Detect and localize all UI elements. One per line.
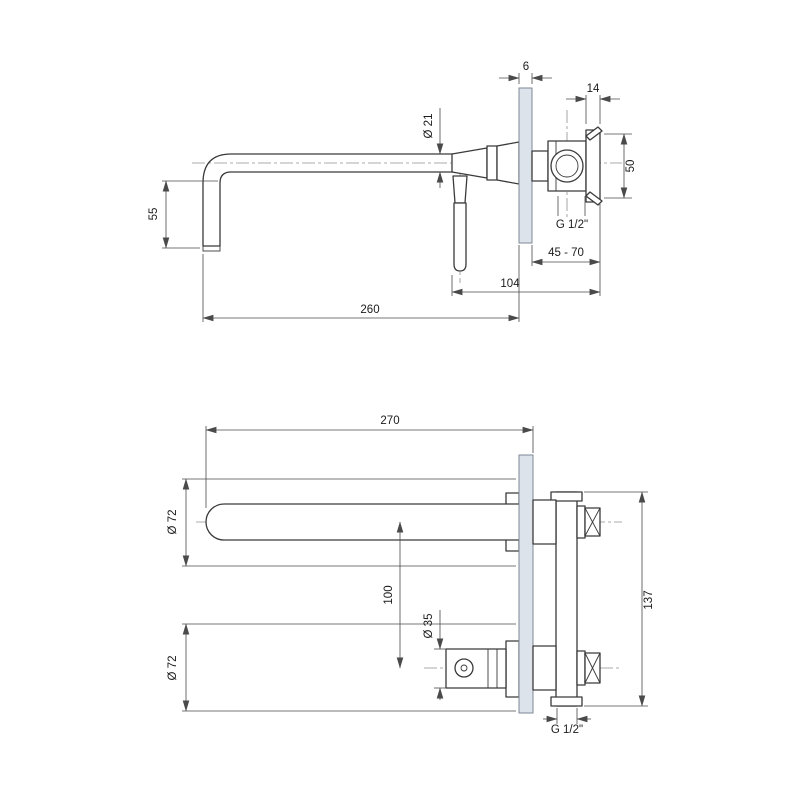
- handle-stem: [453, 202, 467, 272]
- dim-body-height-label: 50: [625, 160, 637, 173]
- concealed-body-plan: [532, 491, 601, 707]
- dim-spout-reach-label: 260: [360, 304, 379, 316]
- label-thread-side-view: G 1/2": [556, 196, 588, 231]
- bracket-tab-bottom: [585, 191, 603, 206]
- handle-plan: [445, 648, 507, 689]
- dim-overall-reach-label: 270: [380, 415, 399, 427]
- handle-knob-circle: [454, 658, 474, 678]
- dim-body-width-137: 137: [584, 491, 655, 707]
- wall-plate-side: [518, 87, 533, 244]
- spout-cone: [496, 141, 520, 185]
- side-elevation-view: 6 14 Ø 21 50 55: [148, 61, 637, 322]
- thread-plan-label: G 1/2": [551, 724, 583, 736]
- dim-spout-drop-55: 55: [148, 180, 218, 249]
- dim-spout-plate-diameter-72: Ø 72: [167, 478, 516, 567]
- valve-cartridge-inner: [555, 154, 579, 178]
- dim-wall-adjust-45-70: 45 - 70: [531, 204, 601, 296]
- label-thread-plan-view: G 1/2": [543, 708, 591, 736]
- dim-handle-plate-diameter-72: Ø 72: [167, 623, 516, 712]
- body-connecting-tube: [531, 150, 549, 182]
- dim-spout-plate-diameter-label: Ø 72: [167, 510, 179, 535]
- dim-plate-thickness-6: 6: [499, 61, 552, 84]
- dim-spout-diameter-label: Ø 21: [423, 114, 435, 139]
- dim-handle-plate-diameter-label: Ø 72: [167, 656, 179, 681]
- dim-handle-diameter-label: Ø 35: [423, 614, 435, 639]
- handle-escutcheon-plan: [505, 640, 520, 698]
- spout-aerator: [202, 245, 221, 252]
- spout-plan-outline: [205, 503, 519, 541]
- thread-side-label: G 1/2": [556, 219, 588, 231]
- dim-centres-100: 100: [383, 521, 404, 669]
- dim-overall-reach-270: 270: [205, 415, 534, 508]
- bracket-tab-top: [585, 126, 603, 141]
- dim-spout-diameter-21: Ø 21: [423, 108, 444, 188]
- dim-body-height-50: 50: [604, 133, 637, 199]
- thread-connection-bottom: [584, 652, 601, 684]
- dim-spout-drop-label: 55: [148, 208, 160, 221]
- dim-spout-reach-260: 260: [202, 245, 520, 322]
- thread-connection-top: [584, 507, 601, 537]
- dim-bracket-width-label: 14: [587, 83, 600, 95]
- wall-plate-plan: [518, 454, 534, 714]
- dim-wall-adjust-label: 45 - 70: [548, 247, 584, 259]
- dim-body-depth-104: 104: [451, 275, 601, 296]
- dim-handle-diameter-35: Ø 35: [423, 610, 446, 700]
- dim-body-depth-label: 104: [500, 278, 520, 290]
- plan-view: 270 Ø 72 100 Ø 35 Ø 72: [167, 415, 655, 736]
- handle-joint: [452, 175, 468, 204]
- spout-taper: [451, 147, 488, 179]
- handle-knob-center: [460, 664, 468, 672]
- dim-bracket-width-14: 14: [566, 83, 620, 124]
- spout-ring: [486, 145, 498, 181]
- mounting-bracket: [585, 129, 601, 203]
- dim-plate-thickness-label: 6: [523, 61, 529, 73]
- dim-centres-label: 100: [383, 585, 395, 604]
- dim-body-width-label: 137: [643, 590, 655, 609]
